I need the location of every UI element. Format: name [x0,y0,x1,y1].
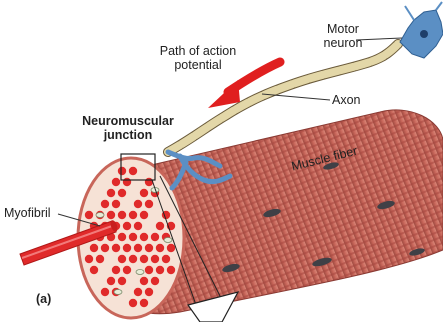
myofibril-dot [107,277,115,285]
myofibril-dot [118,211,126,219]
myofibril-dot [134,222,142,230]
myofibril-dot [118,255,126,263]
myofibril-dot [151,233,159,241]
myofibril-dot [129,299,137,307]
myofibril-dot [156,244,164,252]
myofibril-dot [140,211,148,219]
myofibril-dot [140,189,148,197]
myofibril-dot [90,244,98,252]
myofibril-dot [140,299,148,307]
myofibril-dot [156,266,164,274]
myofibril-dot [112,244,120,252]
myofibril-dot [145,200,153,208]
myofibril-dot [151,255,159,263]
panel-label: (a) [36,292,51,306]
myofibril-dot [145,266,153,274]
motor-neuron [400,2,443,58]
myofibril-dot [129,233,137,241]
myofibril-dot [112,178,120,186]
myofibril-dot [101,288,109,296]
myofibril-dot [118,189,126,197]
neuron-nucleus [420,30,428,38]
label-neuromuscular-junction: Neuromuscular junction [58,114,198,142]
myofibril-dot [85,211,93,219]
myofibril-dot [118,277,126,285]
label-nmj-line1: Neuromuscular [58,114,198,128]
myofibril-dot [151,277,159,285]
myofibril-dot [101,244,109,252]
myofibril-dot [107,189,115,197]
label-path-line2: potential [138,58,258,72]
myofibril-dot [140,233,148,241]
myofibril-dot [101,200,109,208]
myofibril-dot [118,167,126,175]
myofibril-dot [129,167,137,175]
label-axon: Axon [332,93,361,107]
myofibril-dot [162,255,170,263]
myofibril-dot [112,266,120,274]
myofibril-dot [96,255,104,263]
myofibril-dot [156,222,164,230]
label-path-action-potential: Path of action potential [138,44,258,72]
myofibril-dot [145,288,153,296]
myofibril-dot [134,288,142,296]
label-nmj-line2: junction [58,128,198,142]
myofibril-dot [123,222,131,230]
myofibril-dot [118,233,126,241]
myofibril-dot [107,211,115,219]
myofibril-dot [167,266,175,274]
label-motor-neuron-line1: Motor [306,22,380,36]
myofibril-dot [123,178,131,186]
label-path-line1: Path of action [138,44,258,58]
label-motor-neuron-line2: neuron [306,36,380,50]
myofibril-dot [134,200,142,208]
myofibril-dot [140,277,148,285]
myofibril-dot [123,266,131,274]
myofibril-dot [167,244,175,252]
myofibril-dot [134,244,142,252]
myofibril-dot [129,255,137,263]
myofibril-dot [85,255,93,263]
myofibril-dot [129,211,137,219]
myofibril-dot [140,255,148,263]
myofibril-dot [123,244,131,252]
label-myofibril: Myofibril [4,206,51,220]
label-motor-neuron: Motor neuron [306,22,380,50]
myofibril-dot [112,200,120,208]
myofibril-dot [90,266,98,274]
myofibril-dot [145,178,153,186]
myofibril-dot [145,244,153,252]
